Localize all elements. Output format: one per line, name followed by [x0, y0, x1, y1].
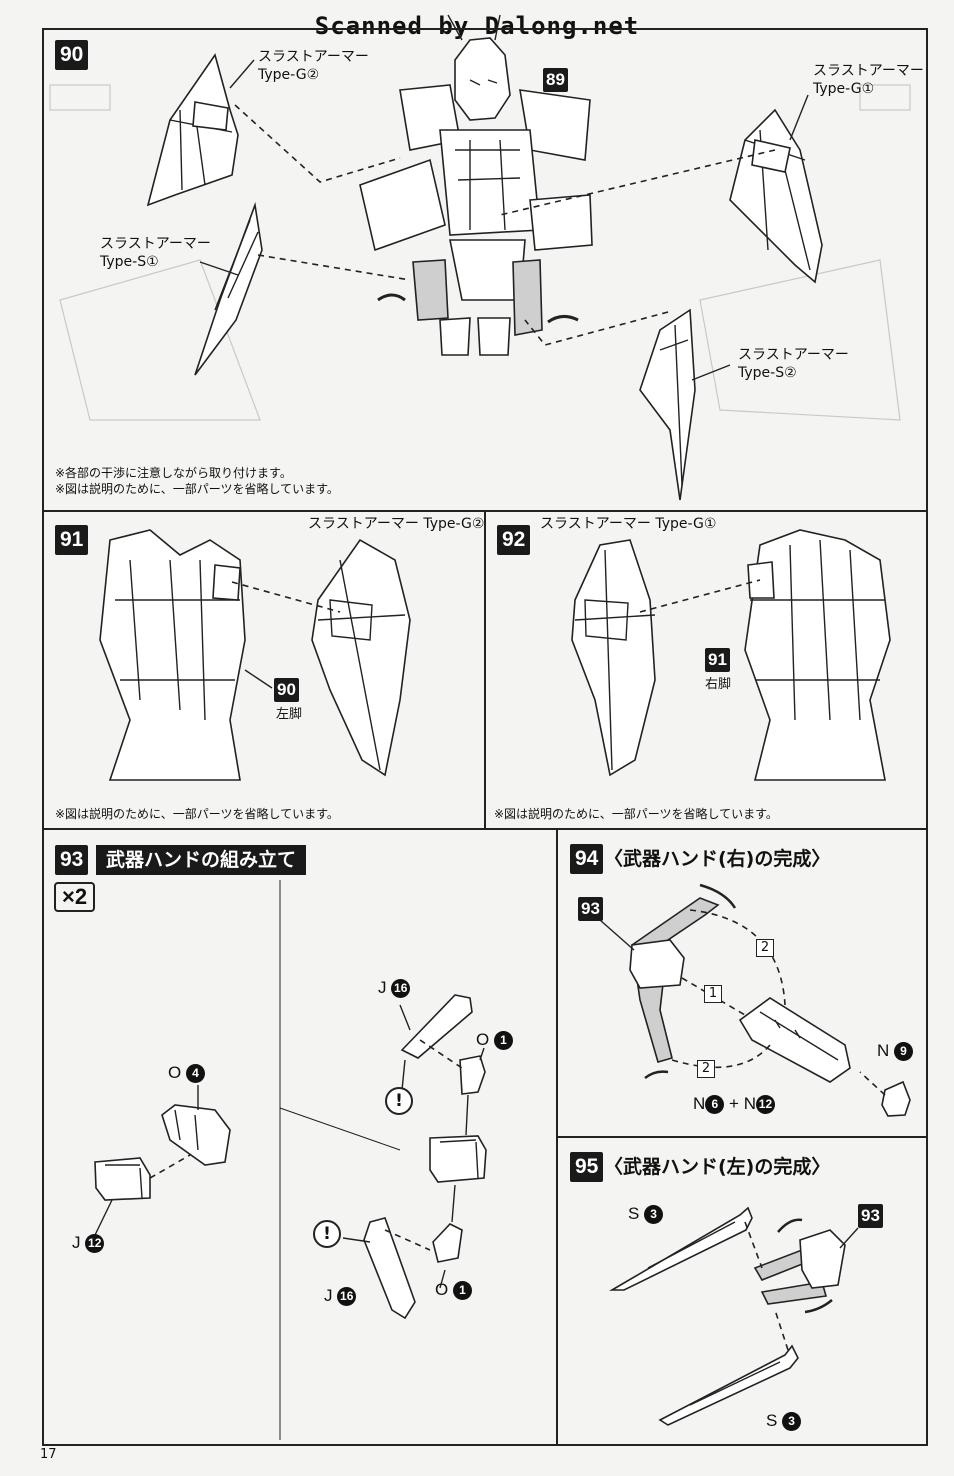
- figure-body: [359, 14, 593, 356]
- step-91-part-label: スラストアーマー Type-G②: [308, 516, 485, 532]
- part-j16-top: J 16: [378, 977, 411, 999]
- step-92-ref-label: 右脚: [705, 677, 732, 692]
- step-92-part-label: スラストアーマー Type-G①: [540, 516, 717, 532]
- part-j12: J 12: [72, 1232, 105, 1254]
- label-type-g1: スラストアーマー Type-G①: [813, 63, 924, 97]
- caution-icon-top: !: [385, 1087, 413, 1115]
- step-92-ref-91: 91: [705, 648, 730, 672]
- label-type-s2: スラストアーマー Type-S②: [738, 347, 849, 381]
- step-91-number: 91: [55, 525, 89, 555]
- part-n9: N 9: [877, 1040, 914, 1062]
- step-94-ref-93: 93: [578, 897, 603, 921]
- caution-icon-bottom: !: [313, 1220, 341, 1248]
- step-95-ref-93: 93: [858, 1204, 883, 1228]
- step-90-note-1: ※各部の干渉に注意しながら取り付けます。: [55, 466, 292, 480]
- step-91-ref-label: 左脚: [276, 707, 303, 722]
- sequence-1: 1: [704, 985, 722, 1003]
- ref-step-89: 89: [543, 68, 568, 92]
- part-j16-bottom: J 16: [324, 1285, 357, 1307]
- label-type-s1: スラストアーマー Type-S①: [100, 236, 211, 270]
- part-o1-top: O 1: [476, 1029, 513, 1051]
- step-95-number: 95: [570, 1152, 604, 1182]
- label-type-g2: スラストアーマー Type-G②: [258, 49, 369, 83]
- step-93-quantity: ×2: [54, 882, 96, 912]
- scan-credit: Scanned by Dalong.net: [314, 12, 640, 40]
- step-90-note-2: ※図は説明のために、一部パーツを省略しています。: [55, 482, 339, 496]
- page-number: 17: [40, 1447, 57, 1462]
- step-92-number: 92: [497, 525, 531, 555]
- step-90-illustration: [49, 14, 911, 501]
- step-90-number: 90: [55, 40, 89, 70]
- step-94-number: 94: [570, 844, 604, 874]
- step-91-ref-90: 90: [274, 678, 299, 702]
- part-s3-bottom: S 3: [766, 1410, 802, 1432]
- part-s3-top: S 3: [628, 1203, 664, 1225]
- part-o4: O 4: [168, 1062, 205, 1084]
- part-o1-bottom: O 1: [435, 1279, 472, 1301]
- sequence-2a: 2: [756, 939, 774, 957]
- step-91-note: ※図は説明のために、一部パーツを省略しています。: [55, 807, 339, 821]
- step-92-note: ※図は説明のために、一部パーツを省略しています。: [494, 807, 778, 821]
- step-95-title: 〈武器ハンド(左)の完成〉: [604, 1156, 831, 1178]
- step-94-title: 〈武器ハンド(右)の完成〉: [604, 848, 831, 870]
- step-95-panel: [556, 1136, 928, 1446]
- sequence-2b: 2: [697, 1060, 715, 1078]
- step-93-number: 93: [55, 845, 89, 875]
- step-93-title: 武器ハンドの組み立て: [96, 845, 307, 875]
